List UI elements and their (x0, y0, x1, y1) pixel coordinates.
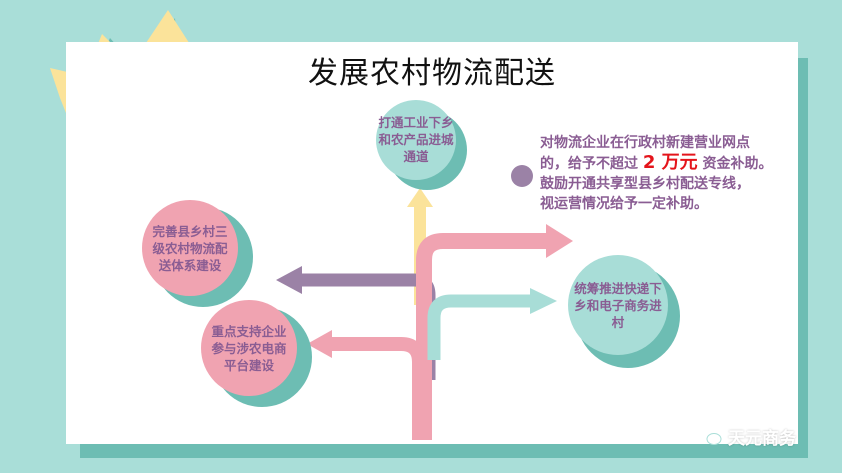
pink-left-arrow (307, 330, 426, 440)
node-right-label: 统筹推进快递下 乡和电子商务进 村 (574, 280, 662, 330)
note-line-2: 的，给予不超过 2 万元 资金补助。 (540, 152, 773, 173)
wechat-icon (701, 428, 722, 445)
note-line-3: 鼓励开通共享型县乡村配送专线， (540, 176, 750, 192)
page-title: 发展农村物流配送 (308, 56, 556, 91)
node-top-label: 打通工业下乡 和农产品进城 通道 (378, 114, 454, 164)
bullet-dot (511, 165, 533, 187)
node-left-bottom-label: 重点支持企业 参与涉农电商 平台建设 (211, 323, 287, 373)
circle-left-bottom (201, 300, 312, 407)
note-line-4: 视运营情况给予一定补助。 (540, 196, 708, 212)
node-left-top-label: 完善县乡村三 级农村物流配 送体系建设 (152, 223, 228, 273)
watermark: 天元商务 (700, 424, 796, 449)
pink-right-arrow (416, 224, 573, 440)
teal-right-arrow (427, 288, 557, 360)
note-line-1: 对物流企业在行政村新建营业网点 (540, 135, 750, 151)
circle-left-top (142, 200, 253, 307)
amount-highlight: 2 万元 (642, 152, 698, 173)
subsidy-note: 对物流企业在行政村新建营业网点 的，给予不超过 2 万元 资金补助。 鼓励开通共… (540, 133, 790, 214)
watermark-text: 天元商务 (728, 429, 796, 449)
circle-top (376, 100, 467, 190)
circle-right (568, 255, 680, 368)
